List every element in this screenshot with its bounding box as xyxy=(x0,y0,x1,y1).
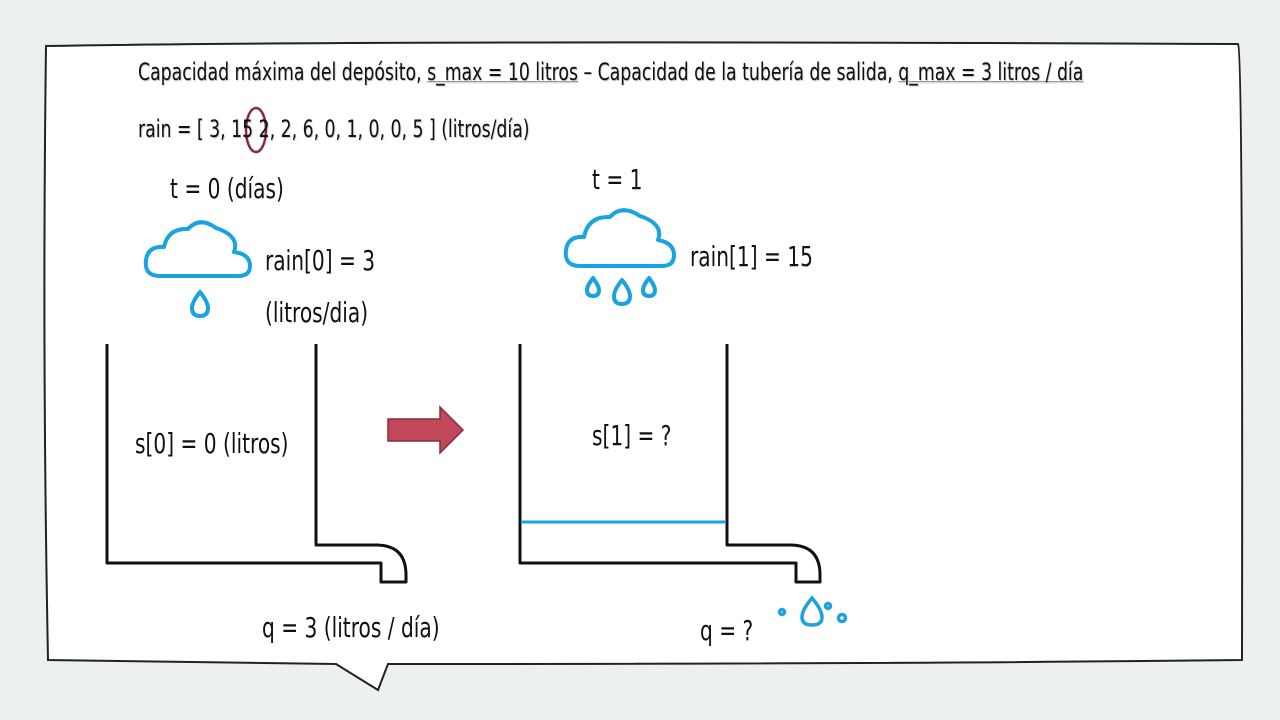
time-label-t1: t = 1 xyxy=(592,163,643,196)
water-splash-icon xyxy=(777,595,848,627)
header-middle: – Capacidad de la tubería de salida, xyxy=(577,58,899,86)
speech-bubble-panel xyxy=(43,41,1244,692)
header-line-1: Capacidad máxima del depósito, s_max = 1… xyxy=(138,58,1083,86)
smax-label: s_max = 10 litros xyxy=(427,58,578,86)
rain-label-t1: rain[1] = 15 xyxy=(690,240,813,273)
header-prefix: Capacidad máxima del depósito, xyxy=(138,58,428,86)
outflow-label-t1: q = ? xyxy=(700,614,754,647)
right-arrow-icon xyxy=(387,405,465,455)
rain-units-t0: (litros/dia) xyxy=(265,296,369,329)
cloud-one-drop-icon xyxy=(143,220,252,318)
header-line-2: rain = [ 3, 15 2, 2, 6, 0, 1, 0, 0, 5 ] … xyxy=(138,115,530,143)
rain-highlight-value: 15 xyxy=(231,115,254,143)
outflow-label-t0: q = 3 (litros / día) xyxy=(262,611,440,644)
storage-label-t1: s[1] = ? xyxy=(592,419,672,452)
right-tank xyxy=(518,344,822,584)
rain-array-prefix: rain = [ 3, xyxy=(138,115,232,143)
time-label-t0: t = 0 (días) xyxy=(170,172,284,205)
rain-array-rest: 2, 2, 6, 0, 1, 0, 0, 5 ] (litros/día) xyxy=(253,115,530,143)
left-tank xyxy=(105,344,408,584)
cloud-three-drops-icon xyxy=(563,208,676,306)
highlight-circle xyxy=(244,106,268,154)
storage-label-t0: s[0] = 0 (litros) xyxy=(135,427,289,460)
rain-label-t0: rain[0] = 3 xyxy=(265,244,376,277)
qmax-label: q_max = 3 litros / día xyxy=(898,58,1084,86)
